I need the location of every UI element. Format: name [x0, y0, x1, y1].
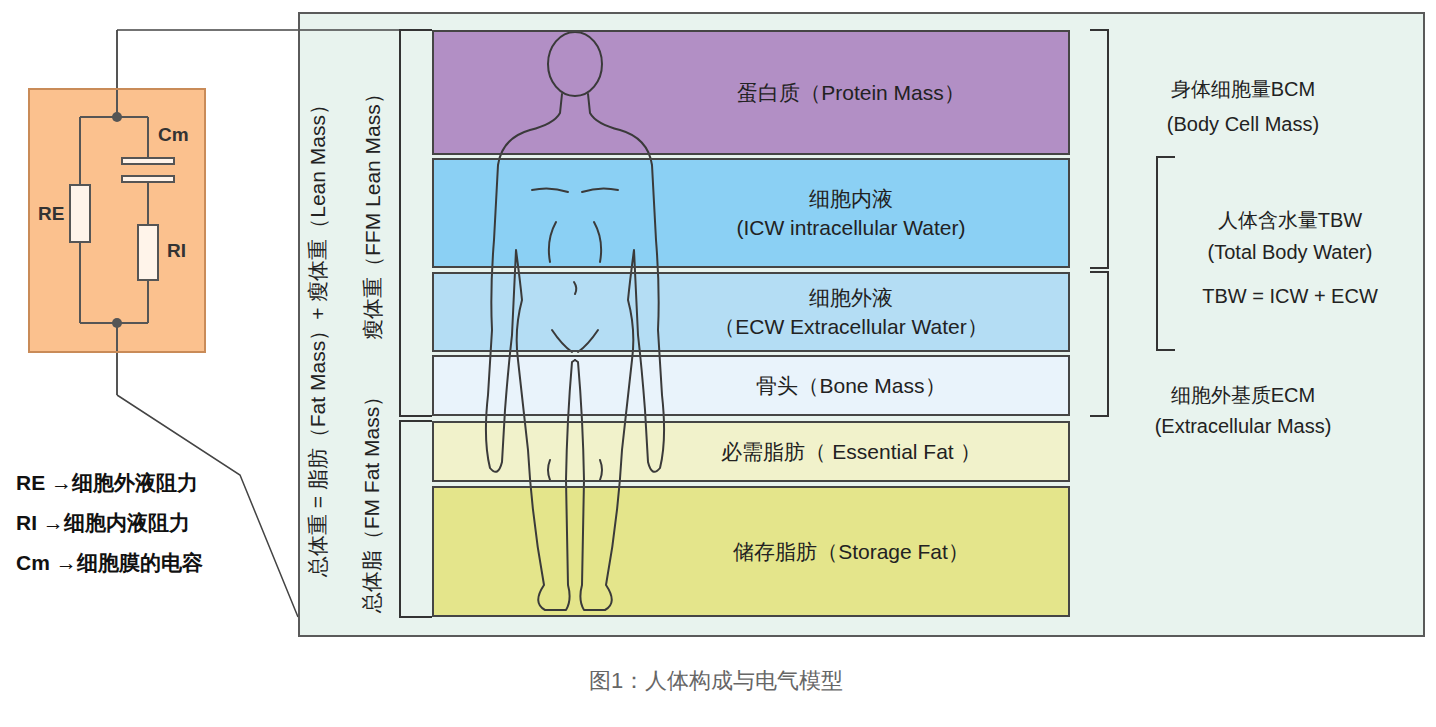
band-label: 必需脂肪（ Essential Fat ） — [721, 437, 980, 466]
band-label: 骨头（Bone Mass） — [756, 371, 945, 400]
resistor-symbol — [70, 185, 90, 242]
composition-band: 必需脂肪（ Essential Fat ） — [432, 421, 1070, 482]
bracket-label: 身体细胞量BCM — [1171, 77, 1315, 101]
text-slot: 人体含水量TBW — [1218, 208, 1362, 232]
text-slot: 总体重 = 脂肪（Fat Mass）+ 瘦体重（Lean Mass） — [305, 94, 330, 577]
composition-band: 储存脂肪（Storage Fat） — [432, 486, 1070, 617]
text-slot: RE →细胞外液阻力 — [14, 470, 200, 495]
band-label: 储存脂肪（Storage Fat） — [733, 537, 969, 566]
note-label: RI →细胞内液阻力 — [14, 510, 192, 535]
figure-caption: 图1：人体构成与电气模型 — [589, 668, 843, 694]
bracket-label: 人体含水量TBW — [1218, 208, 1362, 232]
bracket-label: (Body Cell Mass) — [1167, 112, 1319, 136]
text-slot: (Body Cell Mass) — [1167, 112, 1319, 136]
band-label: (ICW intracellular Water) — [736, 213, 965, 242]
bracket-label: 细胞外基质ECM — [1171, 383, 1315, 407]
bracket-label: (Extracellular Mass) — [1155, 414, 1332, 438]
note-label: RE →细胞外液阻力 — [14, 470, 200, 495]
component-label: Cm — [158, 124, 189, 147]
zoom-line — [117, 29, 432, 31]
text-slot: 图1：人体构成与电气模型 — [589, 668, 843, 694]
composition-band: 骨头（Bone Mass） — [432, 355, 1070, 416]
text-slot: (Extracellular Mass) — [1155, 414, 1332, 438]
band-label: 细胞外液 — [809, 283, 893, 312]
text-slot: 总体脂（FM Fat Mass） — [359, 386, 384, 614]
band-label: 蛋白质（Protein Mass） — [737, 78, 965, 107]
bracket-label: (Total Body Water) — [1208, 240, 1373, 264]
junction-dot — [112, 112, 122, 122]
text-slot: 瘦体重（FFM Lean Mass） — [359, 84, 384, 341]
band-ground — [432, 30, 1070, 155]
text-slot: RI — [167, 240, 186, 263]
text-slot: (Total Body Water) — [1208, 240, 1373, 264]
band-ground — [432, 158, 1070, 268]
circuit-ground — [28, 88, 206, 353]
bracket — [400, 30, 1175, 617]
text-slot: RE — [38, 203, 64, 226]
band-ground — [432, 486, 1070, 617]
band-ground — [432, 272, 1070, 352]
zoom-line — [117, 395, 298, 617]
composition-band: 细胞外液（ECW Extracellular Water） — [432, 272, 1070, 352]
bracket-label: 总体脂（FM Fat Mass） — [359, 386, 384, 614]
composition-band: 细胞内液(ICW intracellular Water) — [432, 158, 1070, 268]
bracket-label: TBW = ICW + ECW — [1202, 284, 1378, 308]
component-label: RI — [167, 240, 186, 263]
human-outline — [486, 32, 664, 610]
capacitor-symbol — [122, 158, 174, 164]
text-slot: 细胞外基质ECM — [1171, 383, 1315, 407]
resistor-symbol — [138, 225, 158, 280]
bracket-label: 总体重 = 脂肪（Fat Mass）+ 瘦体重（Lean Mass） — [305, 94, 330, 577]
component-label: RE — [38, 203, 64, 226]
text-slot: Cm →细胞膜的电容 — [14, 550, 205, 575]
circuit-box: CmRE RI — [28, 88, 206, 353]
capacitor-symbol — [122, 176, 174, 182]
junction-dot — [112, 318, 122, 328]
text-slot: Cm — [158, 124, 189, 147]
bracket-label: 瘦体重（FFM Lean Mass） — [359, 84, 384, 341]
band-label: 细胞内液 — [809, 184, 893, 213]
text-slot: 身体细胞量BCM — [1171, 77, 1315, 101]
panel-ground — [299, 13, 1424, 636]
text-slot: RI →细胞内液阻力 — [14, 510, 192, 535]
band-label: （ECW Extracellular Water） — [714, 312, 987, 341]
note-label: Cm →细胞膜的电容 — [14, 550, 205, 575]
text-slot: TBW = ICW + ECW — [1202, 284, 1378, 308]
body-panel: 总体重 = 脂肪（Fat Mass）+ 瘦体重（Lean Mass） 瘦体重（FF… — [298, 12, 1425, 637]
band-ground — [432, 355, 1070, 416]
composition-band: 蛋白质（Protein Mass） — [432, 30, 1070, 155]
